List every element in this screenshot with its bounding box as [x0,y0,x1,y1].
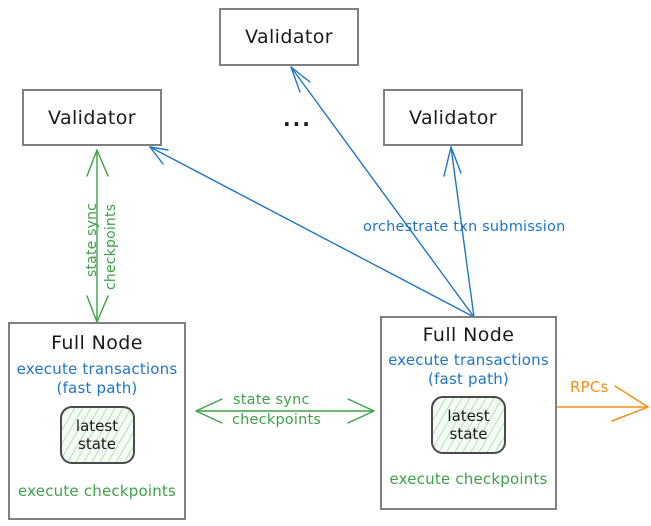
arrowhead-state-sync-left [195,398,223,424]
full-node-right-execute-transactions: execute transactions (fast path) [388,351,549,389]
state-sync-vertical-label-line2: checkpoints [103,203,119,290]
full-node-right-execute-line2: (fast path) [428,369,509,388]
full-node-left-title: Full Node [51,332,143,354]
validator-box-left[interactable]: Validator [22,89,162,146]
ellipsis-label: ... [283,107,312,131]
latest-state-left-line1: latest [75,416,119,435]
full-node-left-execute-transactions: execute transactions (fast path) [17,360,178,398]
full-node-left-execute-line1: execute transactions [16,360,178,378]
full-node-right-title: Full Node [422,324,515,346]
latest-state-box-right[interactable]: latest state [431,395,506,454]
arrowhead-state-sync-right [347,398,375,424]
state-sync-middle-label-line1: state sync [233,392,310,408]
arrowhead-state-sync-up [86,149,109,177]
full-node-box-left[interactable]: Full Node execute transactions (fast pat… [8,322,186,520]
full-node-left-execute-checkpoints: execute checkpoints [17,481,177,500]
validator-box-right[interactable]: Validator [383,89,523,146]
latest-state-left-line2: state [78,434,116,453]
state-sync-vertical-label-line1: state sync [84,202,100,277]
full-node-right-execute-checkpoints: execute checkpoints [389,469,548,488]
arrowhead-rpcs [611,385,649,422]
full-node-left-execute-line2: (fast path) [56,378,138,397]
arrowhead-state-sync-down [86,295,109,323]
validator-left-label: Validator [48,106,136,129]
validator-right-label: Validator [409,106,497,129]
arrowhead-validator-right [443,146,462,177]
full-node-box-right[interactable]: Full Node execute transactions (fast pat… [380,316,557,510]
orchestrate-txn-submission-label: orchestrate txn submission [363,219,566,235]
arrowhead-validator-top [290,66,311,93]
latest-state-right-line2: state [449,424,488,443]
arrowhead-validator-left [149,146,169,165]
state-sync-middle-label-line2: checkpoints [232,412,322,428]
validator-top-label: Validator [245,26,333,48]
latest-state-right-line1: latest [447,406,490,425]
rpcs-label: RPCs [570,378,609,396]
validator-box-top[interactable]: Validator [219,8,359,66]
full-node-right-execute-line1: execute transactions [388,351,549,369]
latest-state-box-left[interactable]: latest state [59,405,135,464]
